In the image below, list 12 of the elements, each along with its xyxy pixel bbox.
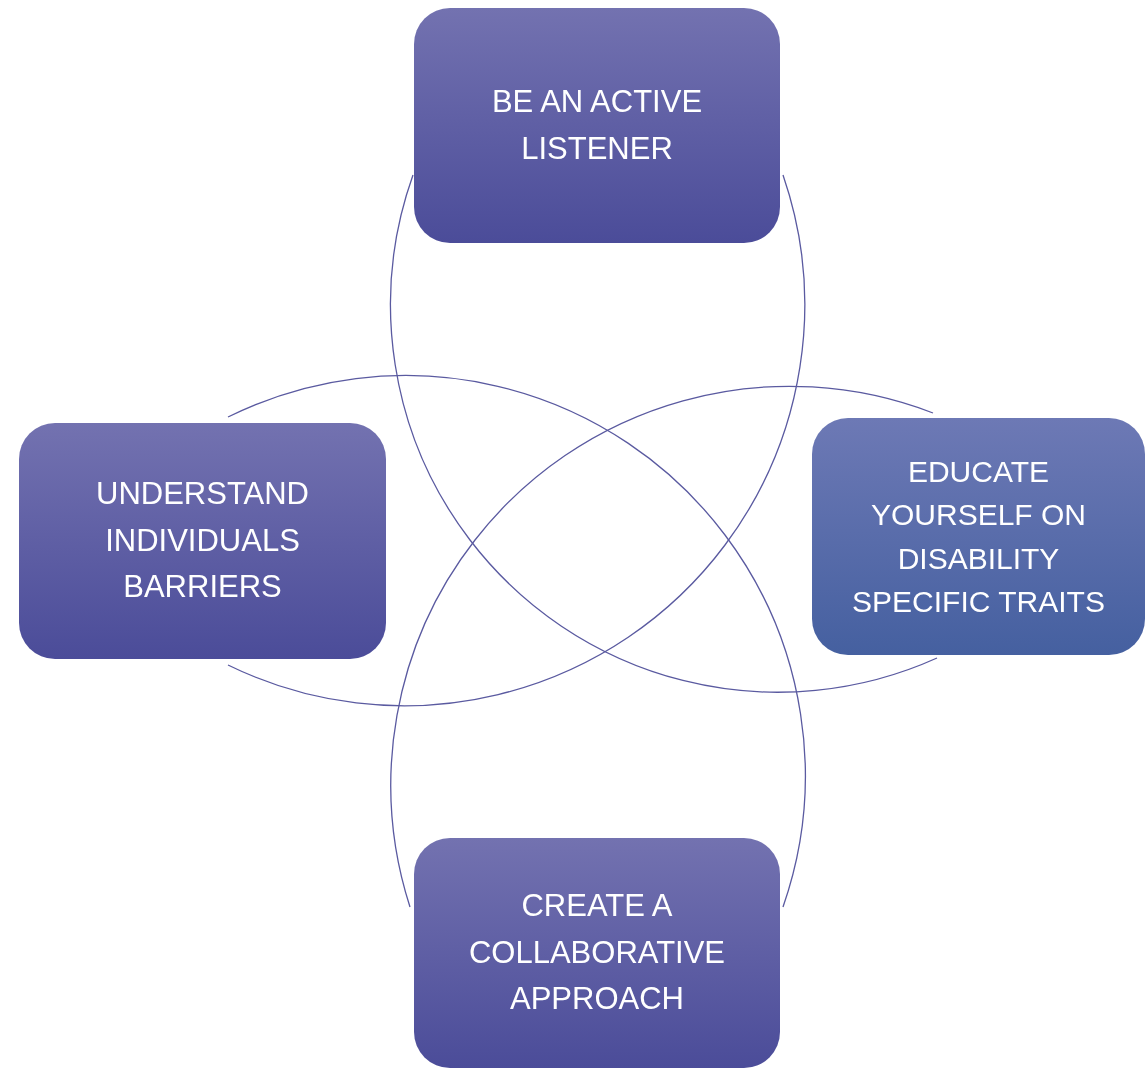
connector-arc xyxy=(390,174,938,693)
box-label: CREATE A COLLABORATIVE APPROACH xyxy=(467,887,727,1019)
box-label: EDUCATE YOURSELF ON DISABILITY SPECIFIC TRAITS xyxy=(851,453,1106,620)
rounded-box xyxy=(19,423,386,659)
connector-arc xyxy=(390,385,934,908)
rounded-box xyxy=(812,418,1145,655)
connector-arc xyxy=(227,375,806,908)
rounded-box xyxy=(414,838,780,1068)
connector-arc xyxy=(227,174,806,706)
box-label: BE AN ACTIVE LISTENER xyxy=(490,83,704,168)
rounded-box xyxy=(414,8,780,243)
box-label: UNDERSTAND INDIVIDUALS BARRIERS xyxy=(95,475,310,607)
